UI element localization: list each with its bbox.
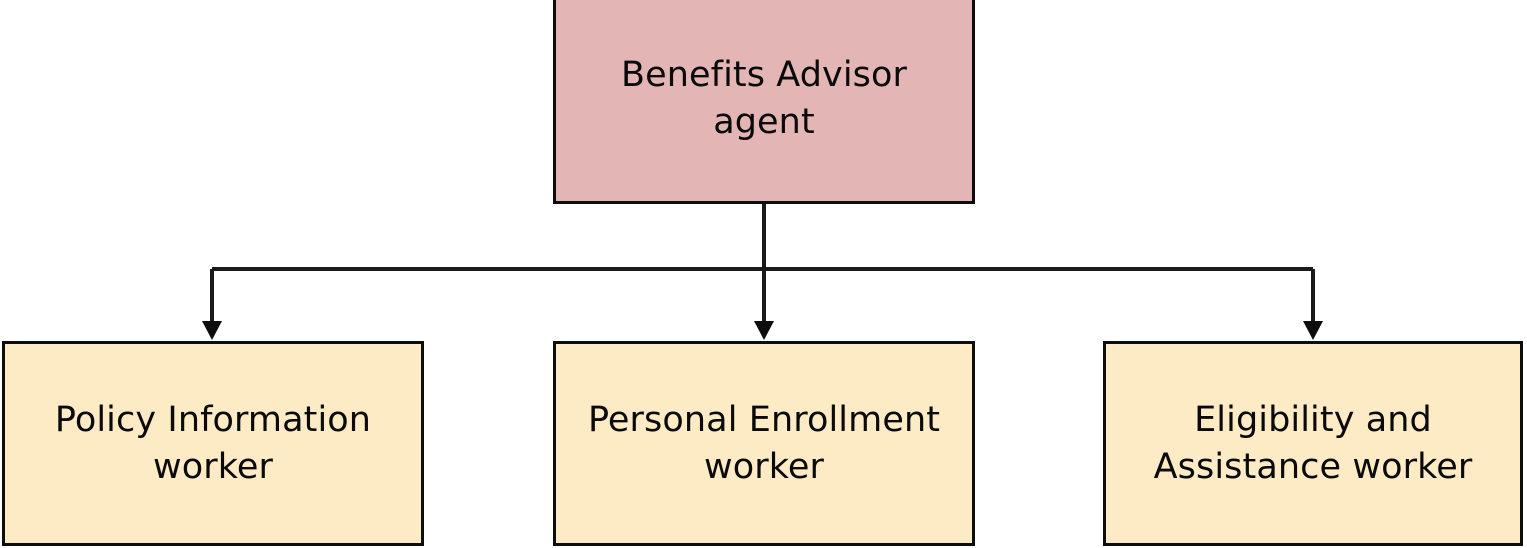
node-label-policy-information-worker: Policy Information worker [54,399,372,487]
node-label-personal-enrollment-worker: Personal Enrollment worker [587,399,941,487]
arrowhead-icon-center [754,321,774,340]
arrowhead-icon-left [202,321,222,340]
node-eligibility-and-assistance-worker[interactable]: Eligibility and Assistance worker [1103,341,1523,546]
arrowhead-icon-right [1303,321,1323,340]
node-policy-information-worker[interactable]: Policy Information worker [2,341,424,546]
node-label-benefits-advisor-agent: Benefits Advisor agent [620,55,907,142]
node-benefits-advisor-agent[interactable]: Benefits Advisor agent [553,0,975,204]
node-personal-enrollment-worker[interactable]: Personal Enrollment worker [553,341,975,546]
node-label-eligibility-and-assistance-worker: Eligibility and Assistance worker [1153,399,1473,487]
